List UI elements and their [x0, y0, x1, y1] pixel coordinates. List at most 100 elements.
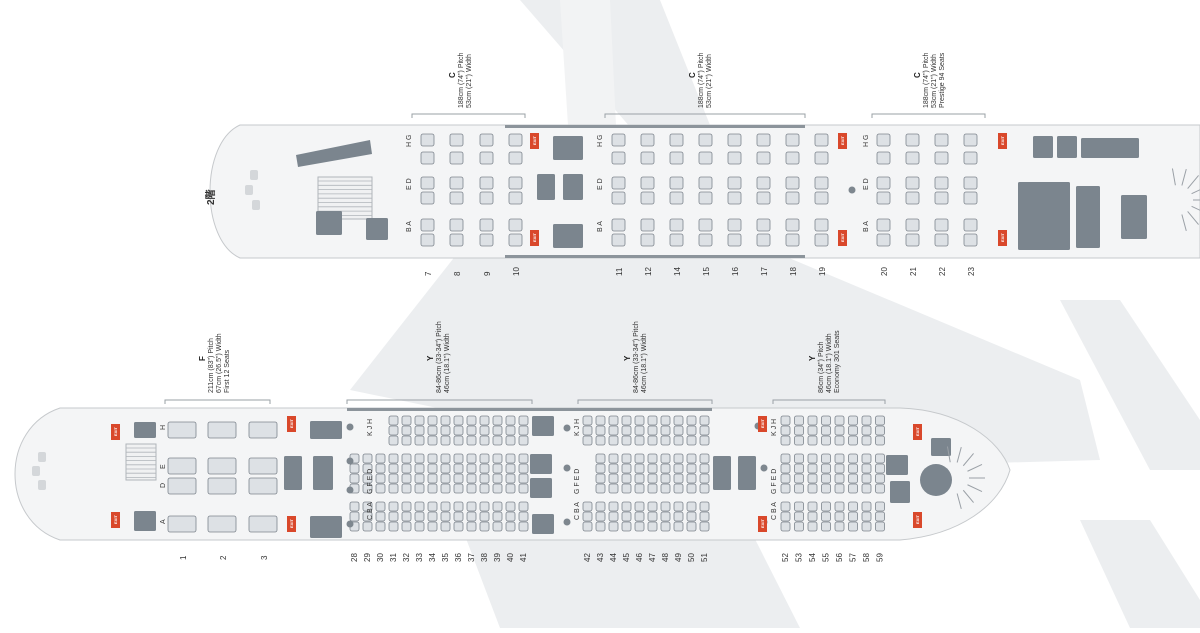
section-bracket [772, 399, 886, 404]
economy-seat [621, 453, 632, 464]
economy-seat [414, 463, 425, 474]
business-seat [963, 151, 978, 165]
stair-step [956, 493, 962, 510]
first-class-seat [248, 515, 278, 533]
economy-seat [686, 473, 697, 484]
economy-seat [388, 501, 399, 512]
business-seat [698, 133, 713, 147]
business-seat [611, 151, 626, 165]
economy-seat [414, 483, 425, 494]
business-seat [508, 176, 523, 190]
economy-seat [427, 435, 438, 446]
staircase [125, 443, 157, 481]
business-seat [508, 233, 523, 247]
cabin-spec-text: 46cm (18.1") Width [826, 333, 833, 393]
economy-seat [875, 483, 885, 494]
economy-seat [518, 511, 529, 522]
galley [890, 481, 910, 503]
economy-seat [582, 435, 593, 446]
galley-marker [346, 423, 354, 431]
galley-marker [760, 464, 768, 472]
lavatory [931, 438, 951, 456]
economy-seat [834, 511, 845, 522]
economy-seat [861, 501, 872, 512]
exit-sign [530, 133, 539, 149]
economy-seat [647, 521, 658, 532]
economy-seat [660, 501, 671, 512]
cabin-class-code: Y [808, 355, 817, 361]
column-letters: G F E D [574, 469, 581, 494]
business-seat [756, 151, 771, 165]
business-seat [905, 191, 920, 205]
row-number: 22 [938, 267, 947, 276]
business-seat [814, 133, 829, 147]
economy-seat [608, 521, 619, 532]
galley-marker [563, 518, 571, 526]
business-seat [420, 191, 435, 205]
galley-marker [346, 520, 354, 528]
economy-seat [492, 501, 503, 512]
row-number: 3 [260, 555, 269, 560]
economy-seat [492, 425, 503, 436]
economy-seat [453, 483, 464, 494]
row-number: 49 [674, 553, 683, 562]
economy-seat [362, 483, 373, 494]
economy-seat [427, 511, 438, 522]
exit-label: EXIT [113, 427, 118, 436]
business-seat [640, 191, 655, 205]
business-seat [420, 133, 435, 147]
economy-seat [660, 511, 671, 522]
column-letters: B A [597, 221, 604, 232]
lavatory [532, 514, 554, 534]
economy-seat [375, 501, 386, 512]
cabin-spec-text: 188cm (74") Pitch [923, 52, 930, 108]
economy-seat [453, 501, 464, 512]
column-letters: G F E D [771, 469, 778, 494]
economy-seat [686, 415, 697, 426]
economy-seat [505, 415, 516, 426]
exit-sign [913, 512, 922, 528]
economy-seat [660, 483, 671, 494]
economy-seat [362, 453, 373, 464]
economy-seat [401, 463, 412, 474]
row-number: 43 [596, 553, 605, 562]
galley [1081, 138, 1139, 158]
first-class-seat [207, 457, 237, 475]
galley-marker [346, 486, 354, 494]
economy-seat [479, 501, 490, 512]
economy-seat [686, 435, 697, 446]
economy-seat [453, 415, 464, 426]
lavatory [1033, 136, 1053, 158]
stair-step [1171, 168, 1176, 186]
galley [313, 456, 333, 490]
column-letters: E D [597, 178, 604, 190]
economy-seat [634, 425, 645, 436]
economy-seat [388, 521, 399, 532]
economy-seat [479, 425, 490, 436]
row-number: 50 [687, 553, 696, 562]
stair-step [1187, 211, 1199, 225]
business-seat [963, 176, 978, 190]
business-seat [756, 133, 771, 147]
economy-seat [505, 425, 516, 436]
economy-seat [401, 435, 412, 446]
economy-seat [595, 425, 606, 436]
row-number: 46 [635, 553, 644, 562]
column-letters: K J H [771, 419, 778, 436]
economy-seat [807, 453, 818, 464]
economy-seat [440, 501, 451, 512]
economy-seat [479, 473, 490, 484]
economy-seat [427, 521, 438, 532]
economy-seat [686, 501, 697, 512]
economy-seat [388, 453, 399, 464]
economy-seat [414, 425, 425, 436]
economy-seat [427, 425, 438, 436]
column-letters: D [160, 483, 167, 488]
exit-label: EXIT [840, 136, 845, 145]
column-letters: H [160, 425, 167, 430]
business-seat [508, 151, 523, 165]
economy-seat [621, 425, 632, 436]
business-seat [449, 218, 464, 232]
business-seat [963, 191, 978, 205]
economy-seat [861, 415, 872, 426]
